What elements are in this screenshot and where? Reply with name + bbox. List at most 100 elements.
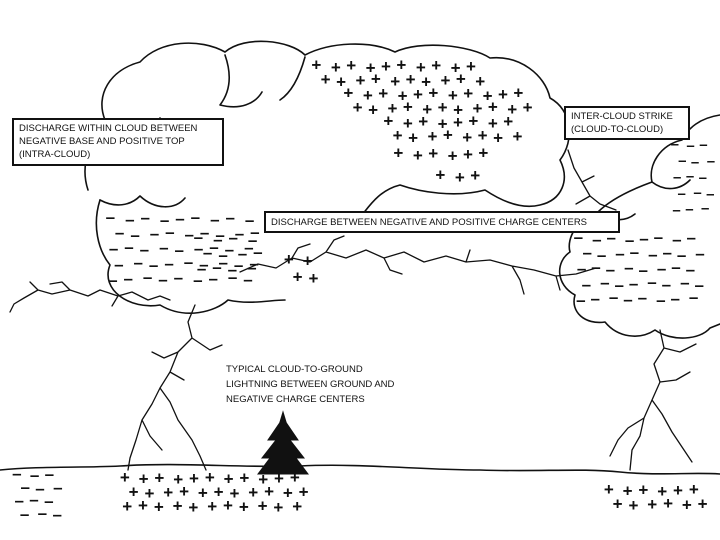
positive-charge: + (638, 480, 648, 499)
positive-charge: + (173, 470, 183, 489)
positive-charge: + (427, 127, 437, 146)
negative-charge: – (219, 253, 228, 272)
negative-charge: – (609, 287, 618, 306)
negative-charge: – (591, 257, 600, 276)
positive-charge: + (663, 494, 673, 513)
positive-charge: + (381, 57, 391, 76)
negative-charge: – (590, 289, 599, 308)
positive-charge: + (475, 72, 485, 91)
positive-charge: + (154, 498, 164, 517)
positive-charge: + (438, 98, 448, 117)
negative-charge: – (673, 169, 681, 186)
positive-charge: + (321, 70, 331, 89)
negative-charge: – (638, 261, 647, 280)
negative-charge: – (680, 273, 689, 292)
negative-charge: – (123, 269, 132, 288)
negative-charge: – (218, 246, 227, 265)
positive-charge: + (456, 69, 466, 88)
positive-charge: + (472, 99, 482, 118)
negative-charge: – (707, 153, 715, 170)
positive-charge: + (229, 484, 239, 503)
positive-charge: + (448, 147, 458, 166)
cloud-to-ground-label: TYPICAL CLOUD-TO-GROUND LIGHTNING BETWEE… (226, 362, 394, 407)
positive-charge: + (403, 97, 413, 116)
negative-charge: – (662, 243, 671, 262)
negative-charge: – (209, 237, 218, 256)
negative-charge: – (686, 168, 694, 185)
negative-charge: – (174, 241, 183, 260)
negative-charge: – (150, 224, 159, 243)
negative-charge: – (662, 275, 671, 294)
positive-charge: + (440, 71, 450, 90)
negative-charge: – (671, 136, 679, 153)
negative-charge: – (648, 245, 657, 264)
negative-charge: – (45, 464, 54, 483)
positive-charge: + (403, 114, 413, 133)
negative-charge: – (671, 257, 680, 276)
positive-charge: + (223, 496, 233, 515)
intra-cloud-label: DISCHARGE WITHIN CLOUD BETWEEN NEGATIVE … (12, 118, 224, 166)
positive-charge: + (498, 85, 508, 104)
negative-charge: – (234, 256, 243, 275)
positive-charge: + (483, 87, 493, 106)
positive-charge: + (387, 99, 397, 118)
positive-charge: + (478, 143, 488, 162)
positive-charge: + (628, 496, 638, 515)
main-cloud-fold-4 (99, 195, 186, 208)
positive-charge: + (682, 496, 692, 515)
positive-charge: + (406, 70, 416, 89)
negative-charge: – (12, 464, 21, 483)
positive-charge: + (336, 73, 346, 92)
positive-charge: + (154, 468, 164, 487)
positive-charge: + (273, 498, 283, 517)
positive-charge: + (290, 468, 300, 487)
positive-charge: + (413, 146, 423, 165)
negative-charge: – (606, 260, 615, 279)
negative-charge: – (108, 271, 117, 290)
negative-charge: – (174, 268, 183, 287)
negative-charge: – (654, 227, 663, 246)
positive-charge: + (284, 250, 294, 269)
charge-center-bolt (239, 235, 597, 295)
negative-charge: – (197, 259, 206, 278)
negative-charge: – (686, 260, 695, 279)
negative-charge: – (238, 244, 247, 263)
negative-charge: – (165, 222, 174, 241)
positive-charge: + (331, 58, 341, 77)
negative-charge: – (577, 259, 586, 278)
positive-charge: + (390, 72, 400, 91)
negative-charge: – (677, 246, 686, 265)
positive-charge: + (604, 480, 614, 499)
positive-charge: + (698, 494, 708, 513)
positive-charge: + (421, 73, 431, 92)
negative-charge: – (582, 243, 591, 262)
negative-charge: – (164, 254, 173, 273)
inter-cloud-bolt (567, 149, 617, 211)
negative-charge: – (208, 269, 217, 288)
positive-charge: + (343, 83, 353, 102)
positive-charge: + (383, 111, 393, 130)
negative-charge: – (184, 252, 193, 271)
negative-charge: – (600, 273, 609, 292)
negative-charge: – (29, 490, 38, 509)
charge-centers-label: DISCHARGE BETWEEN NEGATIVE AND POSITIVE … (264, 211, 620, 233)
negative-charge: – (38, 503, 47, 522)
positive-charge: + (393, 126, 403, 145)
positive-charge: + (416, 58, 426, 77)
positive-charge: + (283, 484, 293, 503)
negative-charge: – (30, 466, 39, 485)
positive-charge: + (408, 129, 418, 148)
inter-cloud-label-line1: INTER-CLOUD STRIKE (571, 111, 673, 122)
negative-charge: – (686, 138, 694, 155)
positive-charge: + (258, 470, 268, 489)
positive-charge: + (428, 144, 438, 163)
negative-charge: – (250, 222, 259, 241)
negative-charge: – (143, 267, 152, 286)
positive-charge: + (139, 470, 149, 489)
negative-charge: – (114, 255, 123, 274)
positive-charge: + (523, 98, 533, 117)
negative-charge: – (228, 228, 237, 247)
inter-cloud-label-line2: (CLOUD-TO-CLOUD) (571, 124, 664, 135)
positive-charge: + (239, 468, 249, 487)
positive-charge: + (623, 482, 633, 501)
